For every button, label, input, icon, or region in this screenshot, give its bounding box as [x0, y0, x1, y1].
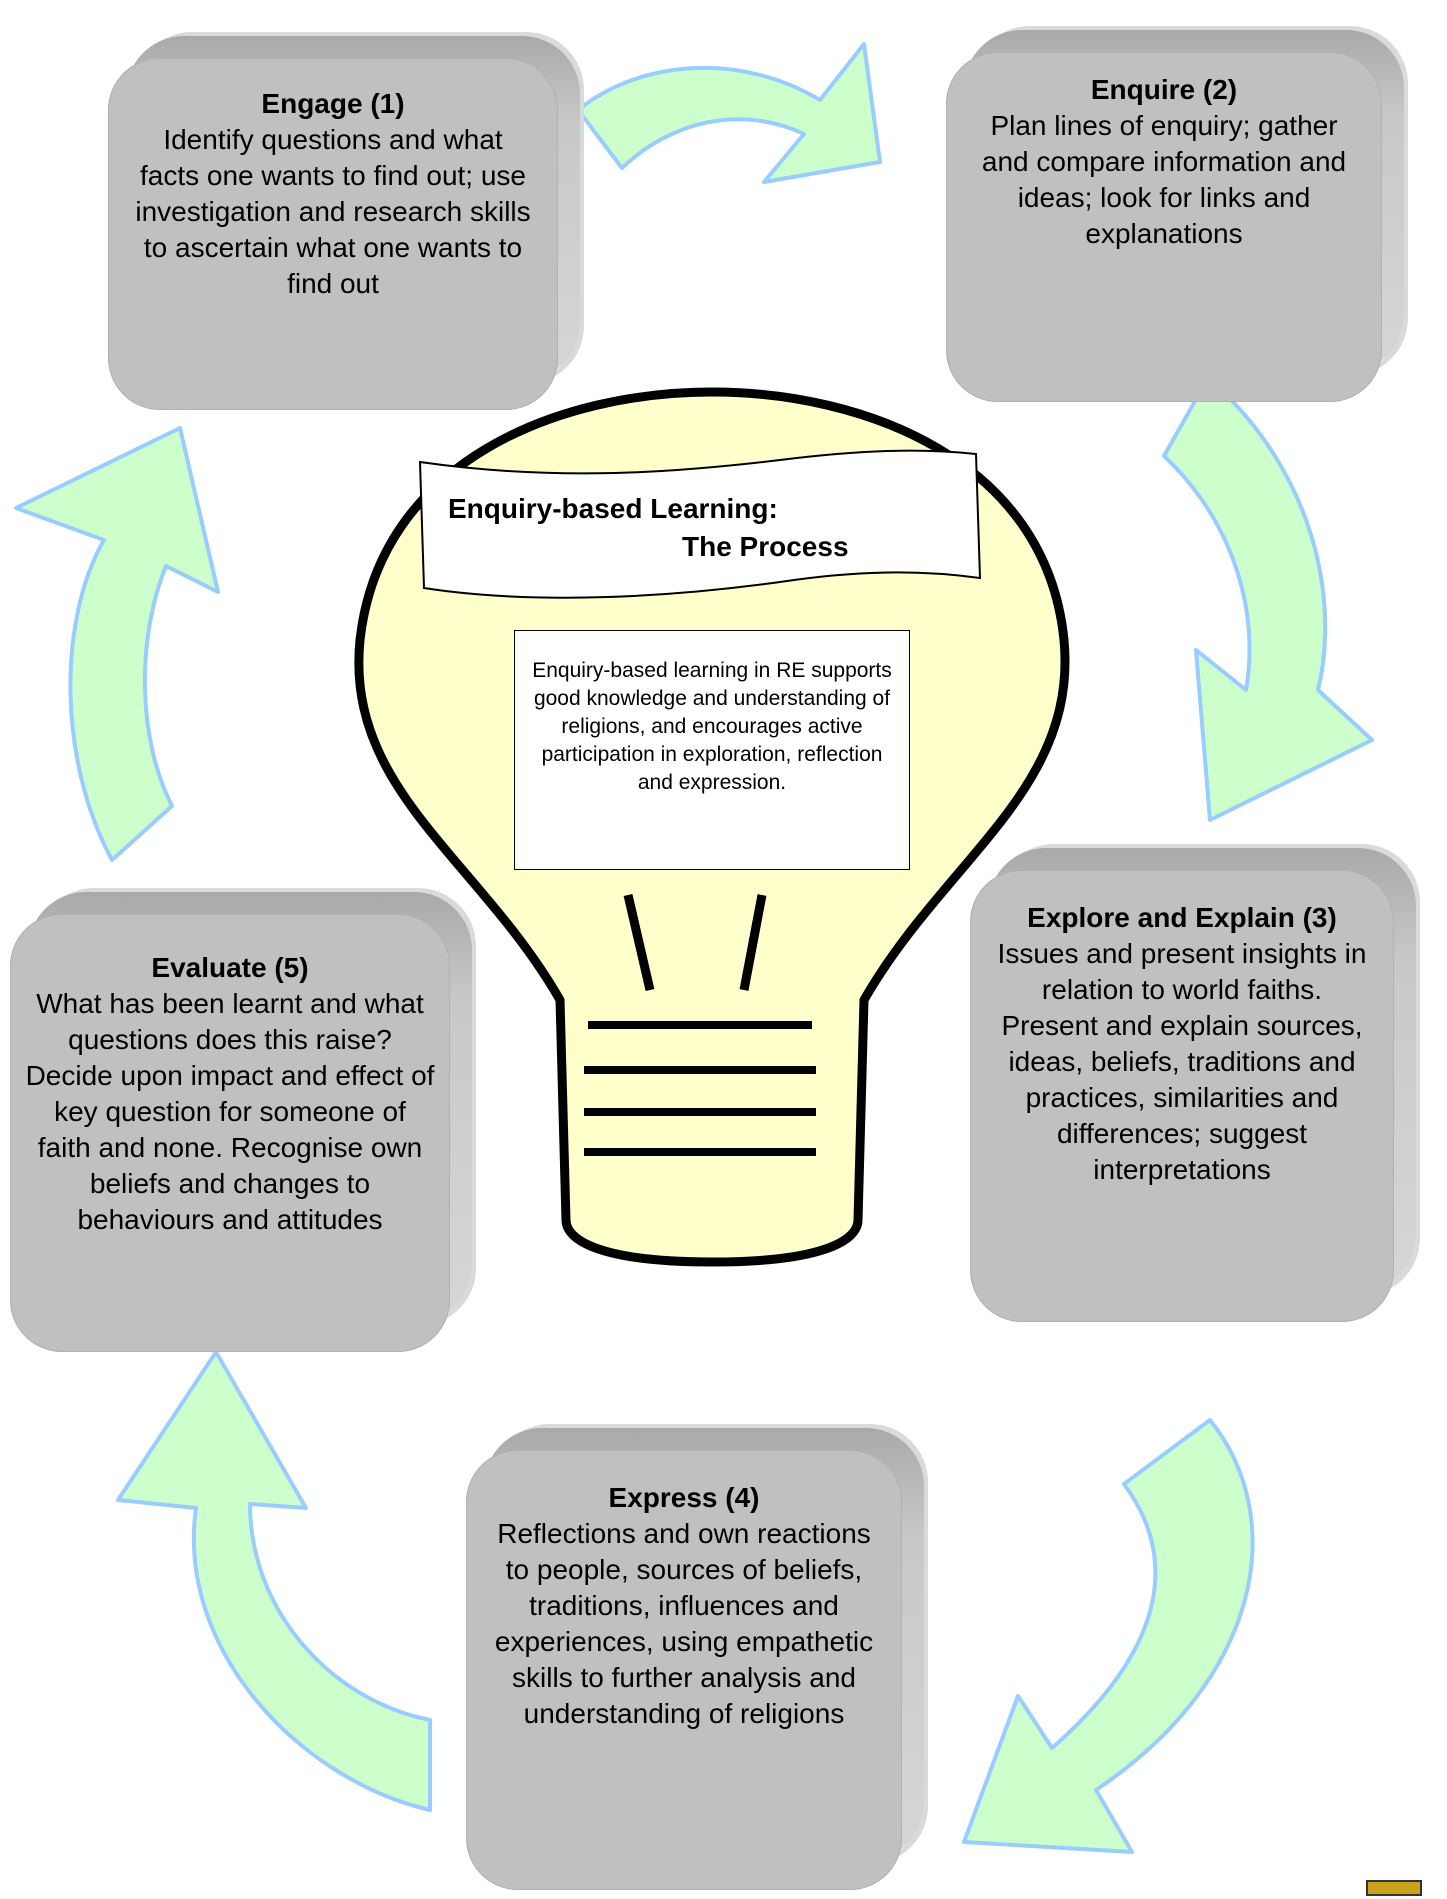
stage-enquire-title: Enquire (2) — [1090, 74, 1238, 105]
corner-logo-icon — [1366, 1880, 1422, 1896]
bulb-filament-left — [623, 893, 655, 992]
intro-description: Enquiry-based learning in RE supports go… — [514, 630, 910, 870]
stage-explore-explain: Explore and Explain (3) Issues and prese… — [970, 844, 1420, 1322]
stage-evaluate-text: What has been learnt and what questions … — [25, 988, 435, 1235]
stage-enquire: Enquire (2) Plan lines of enquiry; gathe… — [946, 26, 1408, 402]
stage-express-title: Express (4) — [608, 1482, 760, 1513]
arrow-enquire-to-explore — [1162, 376, 1374, 822]
arrow-evaluate-to-engage — [14, 426, 220, 862]
stage-express-text: Reflections and own reactions to people,… — [494, 1518, 874, 1729]
arrow-explore-to-express — [962, 1418, 1255, 1854]
bulb-filament-right — [739, 894, 767, 991]
stage-evaluate-title: Evaluate (5) — [151, 952, 309, 983]
title-banner — [418, 449, 982, 599]
stage-explore-title: Explore and Explain (3) — [1027, 902, 1337, 933]
arrow-engage-to-enquire — [576, 42, 882, 184]
banner-title-line-2: The Process — [682, 531, 849, 562]
stage-explore-text: Issues and present insights in relation … — [997, 938, 1367, 1185]
banner-title-line-1: Enquiry-based Learning: — [448, 493, 778, 524]
stage-enquire-text: Plan lines of enquiry; gather and compar… — [981, 110, 1347, 249]
stage-express: Express (4) Reflections and own reaction… — [466, 1424, 928, 1890]
banner-title: Enquiry-based Learning: The Process — [448, 490, 868, 566]
stage-engage-text: Identify questions and what facts one wa… — [135, 124, 531, 299]
stage-engage-title: Engage (1) — [261, 88, 405, 119]
arrow-express-to-evaluate — [116, 1350, 432, 1812]
stage-engage: Engage (1) Identify questions and what f… — [108, 32, 584, 410]
stage-evaluate: Evaluate (5) What has been learnt and wh… — [10, 888, 476, 1352]
